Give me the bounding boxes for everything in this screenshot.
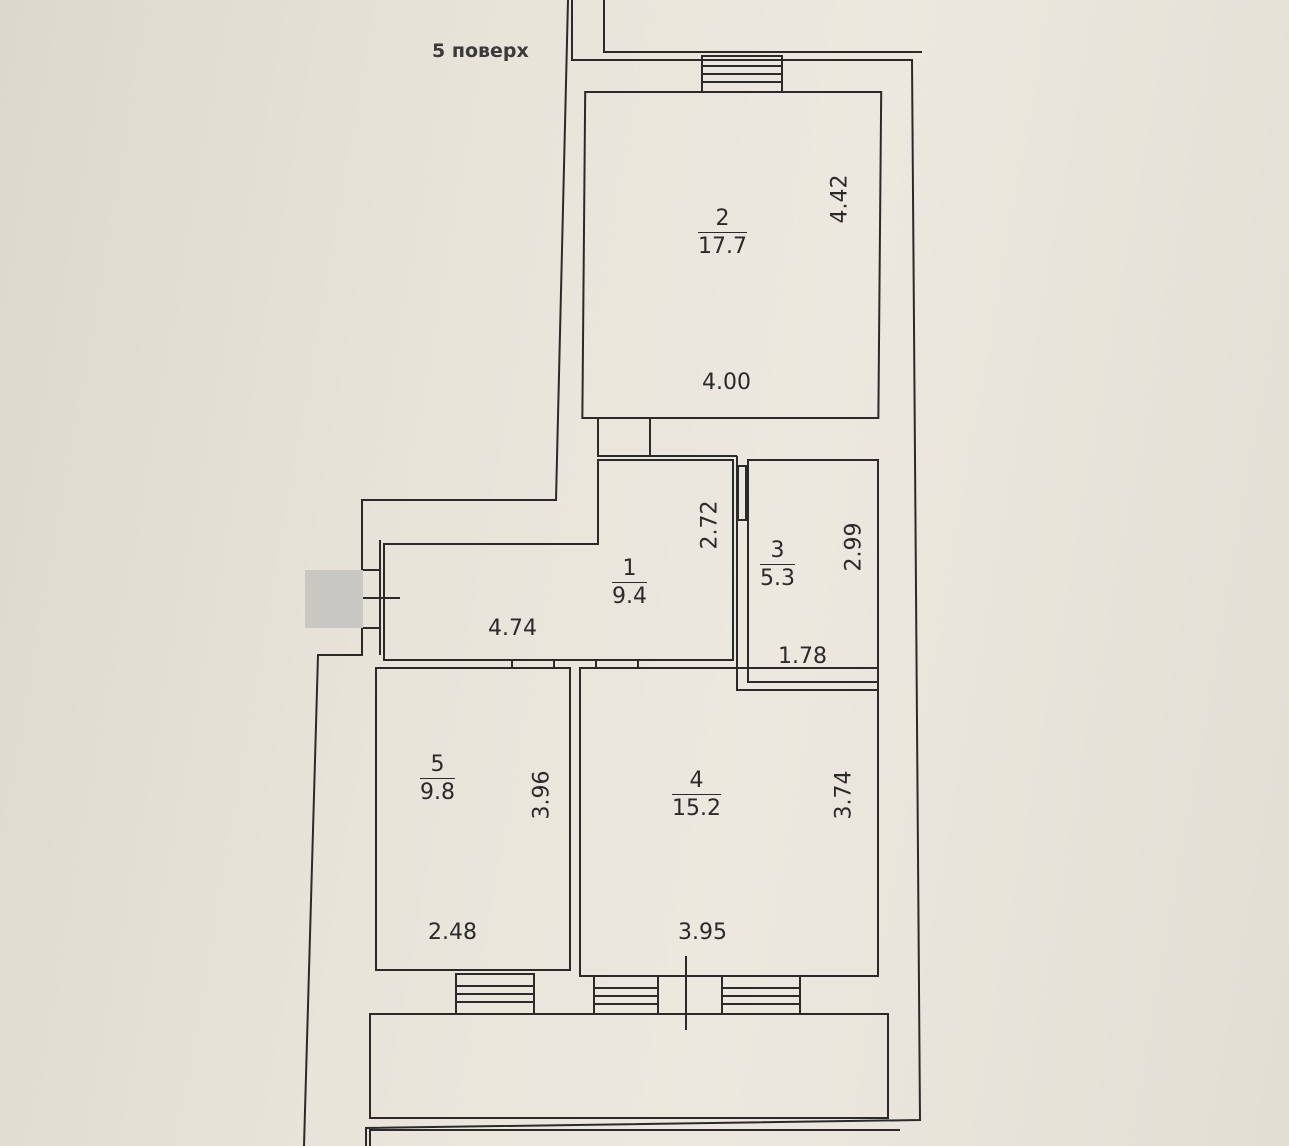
room-5-number: 5 — [420, 752, 455, 780]
redacted-block — [305, 570, 363, 628]
room-1-width: 4.74 — [488, 616, 537, 641]
room-3-area: 5.3 — [760, 566, 795, 592]
door-markers — [511, 465, 747, 1030]
room-2-number: 2 — [698, 206, 747, 234]
room-5-area: 9.8 — [420, 780, 455, 806]
room-1-outline — [383, 459, 734, 661]
room-1-length: 2.72 — [697, 500, 723, 550]
room-5-outline — [375, 667, 571, 971]
room-5-label: 5 9.8 — [420, 752, 455, 806]
room-4-outline — [579, 667, 879, 977]
corridor-walls — [362, 418, 877, 691]
window-room-4-left — [593, 975, 659, 1015]
window-top — [701, 55, 783, 93]
window-room-5 — [455, 973, 535, 1015]
room-3-outline — [747, 459, 879, 683]
room-2-length: 4.42 — [827, 174, 853, 224]
room-4-length: 3.74 — [831, 770, 857, 820]
floor-label: 5 поверх — [432, 40, 529, 62]
room-1-number: 1 — [612, 556, 647, 584]
room-3-number: 3 — [760, 538, 795, 566]
window-room-4-right — [721, 975, 801, 1015]
room-1-area: 9.4 — [612, 584, 647, 610]
room-3-label: 3 5.3 — [760, 538, 795, 592]
room-4-label: 4 15.2 — [672, 768, 721, 822]
room-5-length: 3.96 — [529, 770, 555, 820]
room-4-width: 3.95 — [678, 920, 727, 945]
room-3-length: 2.99 — [841, 522, 867, 572]
room-5-width: 2.48 — [428, 920, 477, 945]
room-2-label: 2 17.7 — [698, 206, 747, 260]
lower-floor-edge — [369, 1129, 900, 1146]
room-4-number: 4 — [672, 768, 721, 796]
room-1-label: 1 9.4 — [612, 556, 647, 610]
room-4-area: 15.2 — [672, 796, 721, 822]
room-2-area: 17.7 — [698, 234, 747, 260]
room-3-width: 1.78 — [778, 644, 827, 669]
balcony-outline — [369, 1013, 889, 1119]
room-2-width: 4.00 — [702, 370, 751, 395]
